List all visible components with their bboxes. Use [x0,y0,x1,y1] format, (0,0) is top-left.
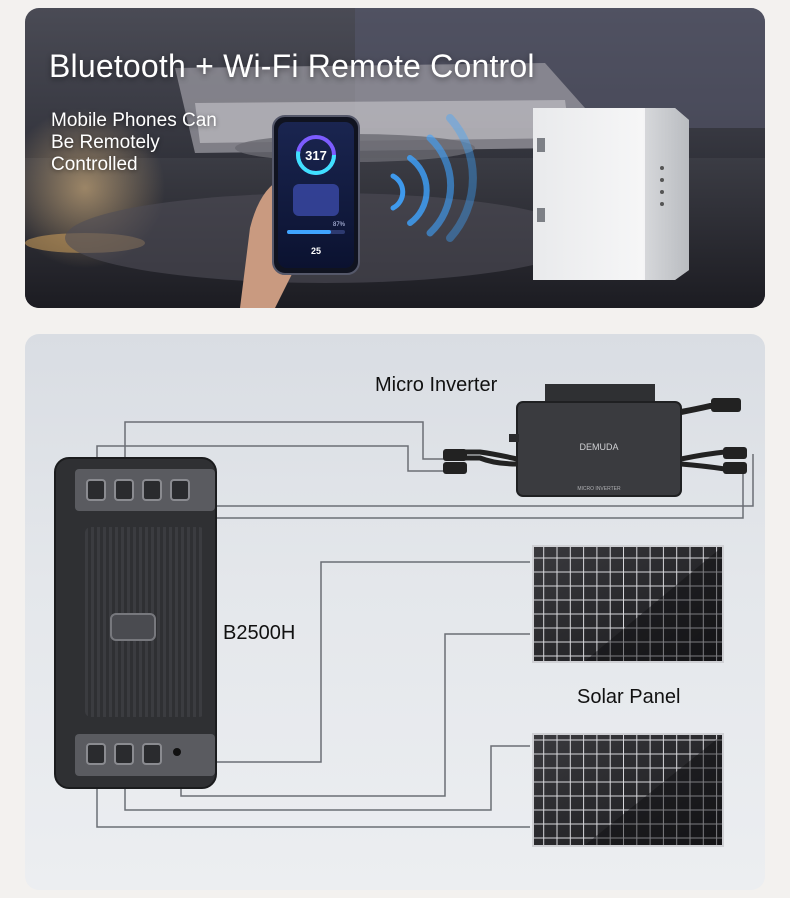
hero-subtitle-line: Be Remotely [51,132,160,153]
inverter-model: MICRO INVERTER [577,486,621,492]
hero-title: Bluetooth + Wi-Fi Remote Control [49,48,535,84]
connection-diagram: DEMUDA MICRO INVERTER Micro Inverter B25… [25,334,765,890]
hero-subtitle-line: Mobile Phones Can [51,110,217,131]
phone-big-value: 317 [305,148,327,163]
hero-subtitle: Mobile Phones Can Be Remotely Controlled [51,110,271,176]
wifi-signal-icon [390,114,477,242]
solar-panel-icon [532,545,724,663]
battery-label: B2500H [223,622,296,644]
phone-right-value: 87% [333,222,346,228]
micro-inverter-icon [443,384,747,497]
phone-screen-overlay: 317 87% 25 [305,148,346,256]
micro-inverter-label: Micro Inverter [375,374,498,396]
living-room-scene [25,8,765,308]
solar-panel-label: Solar Panel [577,686,681,708]
inverter-brand: DEMUDA [579,442,618,452]
wiring-diagram: DEMUDA MICRO INVERTER [54,384,754,847]
battery-storage-box-icon [533,108,689,280]
phone-left-value: 25 [311,246,321,256]
solar-panel-icon [532,733,724,847]
battery-unit-icon [54,457,217,789]
smartphone-icon [272,115,360,275]
hero-subtitle-line: Controlled [51,154,138,175]
hero-banner: 317 87% 25 Bluetooth + Wi-Fi Remote Cont… [25,8,765,308]
